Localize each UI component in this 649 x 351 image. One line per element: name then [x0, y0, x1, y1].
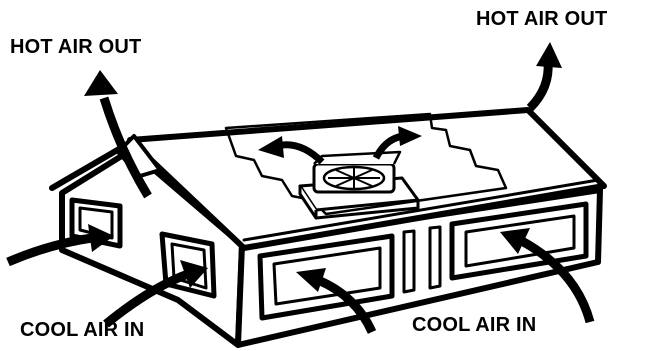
side-window-left	[257, 233, 395, 321]
cool-air-in-arrow-left-2	[103, 260, 208, 328]
cool-air-in-label-right: COOL AIR IN	[412, 314, 537, 336]
hot-air-out-label-right: HOT AIR OUT	[476, 8, 608, 30]
cool-air-in-label-left: COOL AIR IN	[20, 319, 145, 341]
roof-eave-line	[242, 178, 600, 242]
hot-air-out-arrow-left	[84, 70, 152, 199]
hot-air-out-arrow-right	[526, 42, 562, 112]
hot-air-out-label-left: HOT AIR OUT	[10, 36, 142, 58]
roof-airflow-arrow-left	[258, 136, 325, 165]
side-door	[402, 225, 442, 294]
roof-airflow-arrow-right	[372, 126, 422, 160]
cool-air-in-arrow-right	[500, 228, 595, 324]
cool-air-in-arrow-left-1	[6, 224, 114, 267]
cool-air-in-arrow-middle	[296, 268, 377, 334]
roof-fan-icon	[298, 150, 420, 220]
attic-vent-zone	[224, 112, 508, 216]
